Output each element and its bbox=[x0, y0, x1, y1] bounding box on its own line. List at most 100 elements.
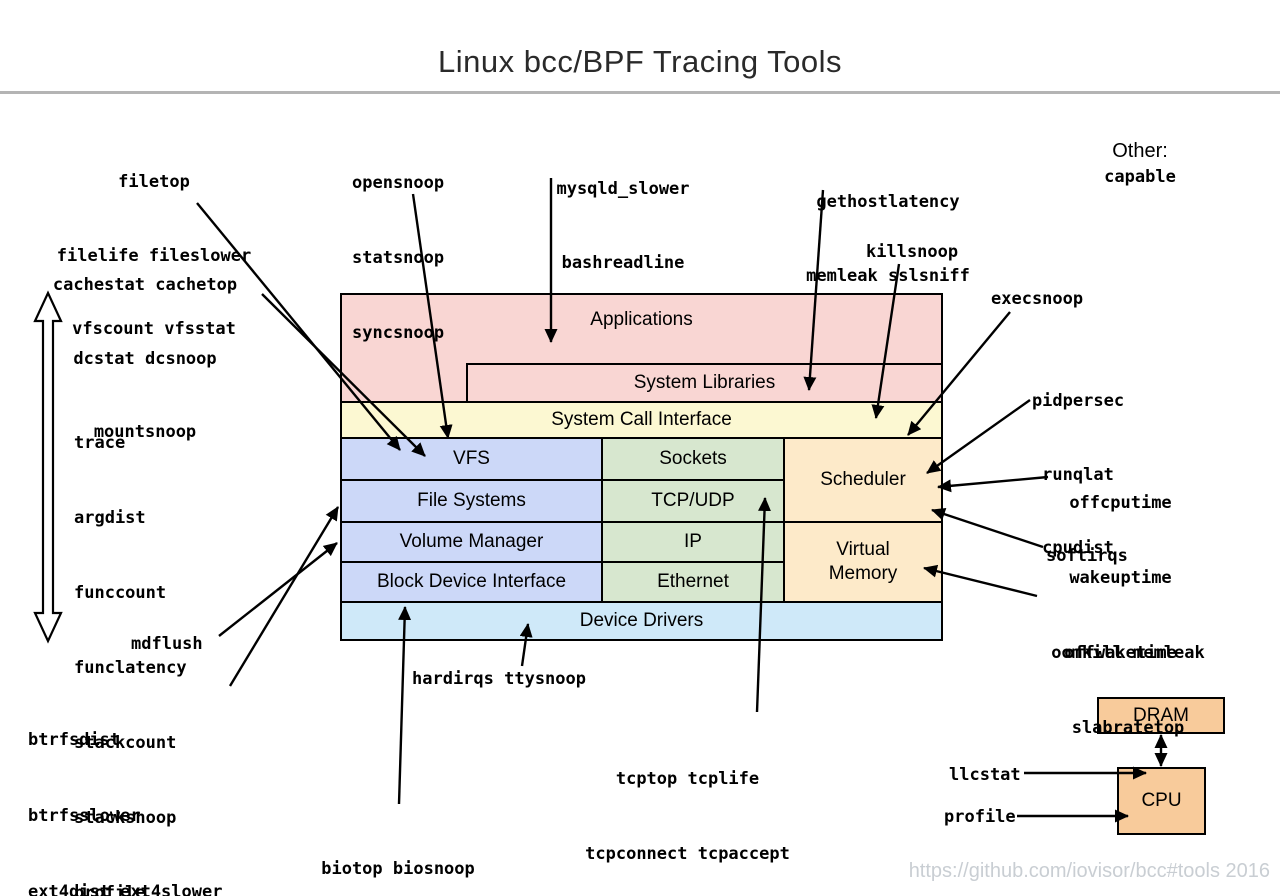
arrow-mdflush-to-volume-manager bbox=[218, 542, 338, 637]
tool-label: trace bbox=[74, 433, 126, 453]
tool-group-tcp: tcptop tcplife tcpconnect tcpaccept tcpc… bbox=[570, 717, 805, 896]
tool-group-open: opensnoop statsnoop syncsnoop bbox=[352, 121, 444, 396]
tool-label: offcputime bbox=[1069, 493, 1172, 513]
tool-label: dcstat dcsnoop bbox=[73, 348, 217, 369]
arrow-oomkill-to-virtual-memory bbox=[923, 564, 1038, 598]
vfs-label: VFS bbox=[453, 448, 490, 469]
applications-label: Applications bbox=[590, 309, 693, 330]
tool-group-file: filetop filelife fileslower vfscount vfs… bbox=[28, 121, 280, 391]
tool-group-sched: pidpersec runqlat cpudist bbox=[1013, 340, 1143, 610]
virtual-memory-label: Virtual Memory bbox=[828, 539, 898, 584]
tool-label: vfscount vfsstat bbox=[72, 319, 236, 339]
ethernet-box: Ethernet bbox=[601, 561, 785, 603]
tool-label: offwaketime bbox=[1064, 643, 1177, 663]
arrow-softirqs-to-scheduler bbox=[931, 507, 1044, 549]
tool-group-generic: trace argdist funccount funclatency stac… bbox=[74, 381, 187, 896]
sockets-label: Sockets bbox=[659, 448, 727, 469]
ip-box: IP bbox=[601, 521, 785, 563]
vfs-box: VFS bbox=[340, 437, 603, 481]
arrow-gethostlatency-to-system-libraries bbox=[803, 189, 825, 391]
tool-label: pidpersec bbox=[1031, 391, 1125, 411]
tool-label-killsnoop: killsnoop bbox=[866, 242, 959, 262]
tool-label: oomkill memleak bbox=[1051, 643, 1205, 663]
arrow-hardirqs-to-device-drivers bbox=[519, 623, 533, 667]
tool-label: profile bbox=[74, 883, 146, 896]
tool-label: argdist bbox=[74, 508, 146, 528]
tool-label: stacksnoop bbox=[74, 808, 177, 828]
source-url: https://github.com/iovisor/bcc#tools 201… bbox=[908, 860, 1270, 882]
arrow-opensnoop-to-vfs bbox=[411, 193, 453, 439]
tool-label: mysqld_slower bbox=[556, 179, 690, 199]
tool-label: statsnoop bbox=[352, 248, 445, 268]
tool-group-fs: btrfsdist btrfsslower ext4dist ext4slowe… bbox=[28, 678, 222, 896]
tool-group-app: mysqld_slower bashreadline bbox=[528, 128, 718, 324]
cpu-label: CPU bbox=[1141, 790, 1182, 811]
arrow-biotop-to-block-device-interface bbox=[397, 606, 412, 805]
tcp-udp-label: TCP/UDP bbox=[651, 490, 735, 511]
volume-manager-box: Volume Manager bbox=[340, 521, 603, 563]
tool-label: bashreadline bbox=[561, 252, 685, 273]
arrow-offcputime-to-scheduler bbox=[937, 475, 1049, 493]
arrow-execsnoop-to-syscall-interface bbox=[907, 311, 1011, 436]
tool-label-softirqs: softirqs bbox=[1046, 546, 1128, 566]
arrow-btrfs-to-file-systems bbox=[228, 506, 340, 687]
tool-label: cachestat cachetop bbox=[52, 275, 238, 295]
tool-label: funccount bbox=[74, 583, 167, 603]
block-device-interface-box: Block Device Interface bbox=[340, 561, 603, 603]
tool-label: memleak sslsniff bbox=[806, 265, 970, 286]
tool-label-llcstat: llcstat bbox=[949, 765, 1021, 785]
device-drivers-box: Device Drivers bbox=[340, 601, 943, 641]
arrow-filetop-to-vfs bbox=[196, 202, 401, 451]
arrow-cachestat-to-vfs bbox=[261, 293, 426, 457]
tool-label: biotop biosnoop bbox=[321, 859, 475, 879]
title-divider bbox=[0, 91, 1280, 94]
cpu-box: CPU bbox=[1117, 767, 1206, 835]
ip-label: IP bbox=[684, 531, 702, 552]
kernel-span-double-arrow bbox=[33, 290, 63, 644]
tool-label: funclatency bbox=[74, 658, 187, 678]
tool-group-cache: cachestat cachetop dcstat dcsnoop mounts… bbox=[20, 224, 270, 494]
ethernet-label: Ethernet bbox=[657, 571, 729, 592]
tool-label: ext4dist ext4slower bbox=[28, 881, 223, 896]
block-device-interface-label: Block Device Interface bbox=[376, 571, 567, 592]
tool-label: tcpconnect tcpaccept bbox=[585, 844, 790, 864]
system-libraries-label: System Libraries bbox=[633, 372, 776, 393]
device-drivers-label: Device Drivers bbox=[579, 610, 704, 631]
file-systems-box: File Systems bbox=[340, 479, 603, 523]
tool-label: tcptop tcplife bbox=[615, 769, 760, 789]
tool-group-other: Other: capable bbox=[1080, 140, 1200, 187]
scheduler-label: Scheduler bbox=[820, 469, 906, 490]
arrow-tcptop-to-tcp-udp bbox=[755, 497, 772, 713]
other-heading: Other: bbox=[1112, 140, 1168, 162]
tool-label: gethostlatency bbox=[816, 192, 960, 212]
scheduler-box: Scheduler bbox=[783, 437, 943, 523]
dram-box: DRAM bbox=[1097, 697, 1225, 734]
tool-group-vm: oomkill memleak slabratetop bbox=[1028, 591, 1228, 791]
tool-label: wakeuptime bbox=[1069, 568, 1172, 588]
tool-group-bio: biotop biosnoop biolatency bitesize bbox=[288, 806, 508, 896]
tool-label: mountsnoop bbox=[93, 422, 197, 442]
tool-label: opensnoop bbox=[352, 173, 445, 193]
arrow-pidpersec-to-scheduler bbox=[926, 399, 1031, 474]
tool-label-profile-cpu: profile bbox=[944, 807, 1016, 827]
arrow-killsnoop-to-syscall-interface bbox=[871, 263, 901, 419]
tool-label: syncsnoop bbox=[352, 323, 445, 343]
tool-label-mdflush: mdflush bbox=[131, 634, 203, 654]
tool-label: cpudist bbox=[1042, 538, 1114, 558]
tool-group-lib: gethostlatency memleak sslsniff bbox=[788, 141, 988, 337]
syscall-interface-label: System Call Interface bbox=[551, 409, 732, 430]
tool-group-offcpu: offcputime wakeuptime offwaketime bbox=[1048, 441, 1193, 716]
tool-label: stackcount bbox=[74, 733, 177, 753]
tool-label-capable: capable bbox=[1104, 167, 1176, 187]
tool-label: slabratetop bbox=[1071, 718, 1185, 738]
page-title: Linux bcc/BPF Tracing Tools bbox=[437, 44, 843, 79]
tool-label-execsnoop: execsnoop bbox=[991, 289, 1084, 309]
tool-label: filetop bbox=[118, 172, 190, 192]
tool-label: btrfsdist bbox=[28, 730, 121, 751]
tool-label: filelife fileslower bbox=[56, 245, 252, 266]
file-systems-label: File Systems bbox=[417, 490, 526, 511]
dram-label: DRAM bbox=[1133, 704, 1189, 726]
